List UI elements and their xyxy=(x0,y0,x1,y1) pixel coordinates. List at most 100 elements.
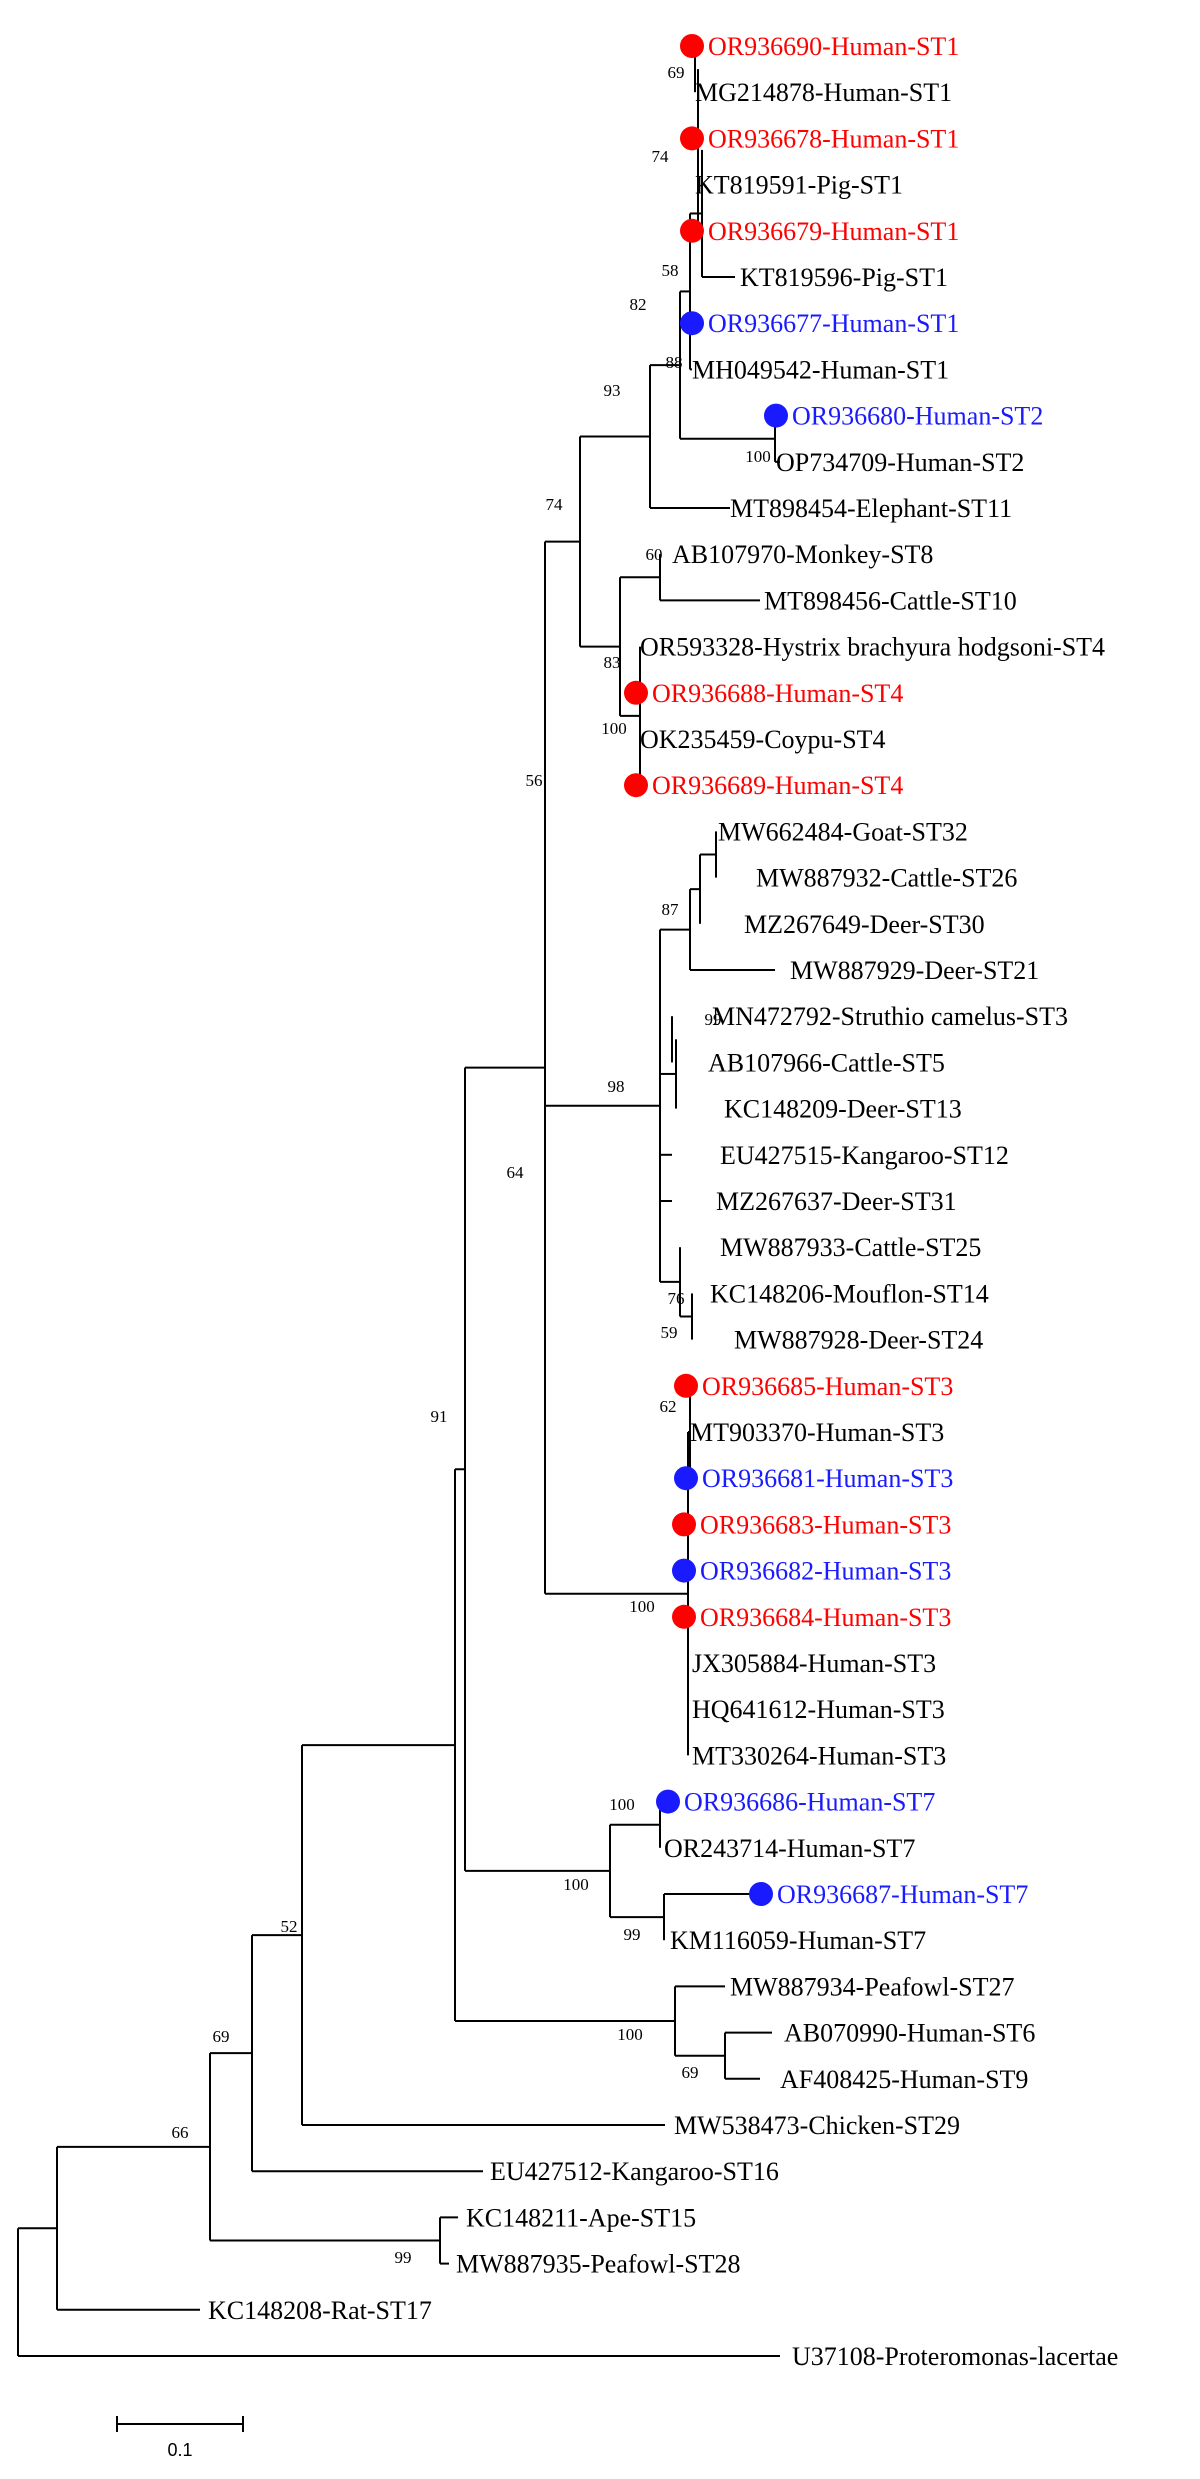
taxon-label: MW662484-Goat-ST32 xyxy=(718,817,968,846)
blue-sample-marker xyxy=(656,1789,680,1814)
bootstrap-value: 59 xyxy=(661,1323,678,1342)
taxon-label: MW887935-Peafowl-ST28 xyxy=(456,2250,741,2279)
sample-markers xyxy=(624,34,788,1906)
taxon-label: MZ267649-Deer-ST30 xyxy=(744,910,985,939)
taxon-label: OR936680-Human-ST2 xyxy=(792,402,1043,431)
taxon-label: OR936687-Human-ST7 xyxy=(777,1880,1028,1909)
red-sample-marker xyxy=(680,34,704,58)
taxon-label: MH049542-Human-ST1 xyxy=(692,355,949,384)
taxon-label: KC148211-Ape-ST15 xyxy=(466,2203,696,2232)
taxon-label: KC148208-Rat-ST17 xyxy=(208,2296,432,2325)
taxon-label: MT898454-Elephant-ST11 xyxy=(730,494,1012,523)
blue-sample-marker xyxy=(674,1466,698,1491)
red-sample-marker xyxy=(624,680,648,705)
red-sample-marker xyxy=(674,1373,698,1398)
taxon-label: U37108-Proteromonas-lacertae xyxy=(792,2342,1118,2371)
bootstrap-value: 100 xyxy=(601,719,627,738)
bootstrap-value: 100 xyxy=(617,2025,643,2044)
taxon-label: KT819596-Pig-ST1 xyxy=(740,263,948,292)
red-sample-marker xyxy=(680,218,704,243)
bootstrap-value: 82 xyxy=(630,295,647,314)
taxon-label: MW887933-Cattle-ST25 xyxy=(720,1233,981,1262)
bootstrap-value: 100 xyxy=(609,1795,635,1814)
red-sample-marker xyxy=(624,773,648,798)
taxon-label: OR593328-Hystrix brachyura hodgsoni-ST4 xyxy=(640,633,1105,662)
bootstrap-value: 66 xyxy=(172,2123,189,2142)
taxon-label: AB070990-Human-ST6 xyxy=(784,2019,1035,2048)
blue-sample-marker xyxy=(672,1558,696,1583)
taxon-label: MW887932-Cattle-ST26 xyxy=(756,864,1017,893)
taxon-label: HQ641612-Human-ST3 xyxy=(692,1695,945,1724)
bootstrap-value: 83 xyxy=(604,653,621,672)
taxon-label: MT903370-Human-ST3 xyxy=(690,1418,944,1447)
taxon-label: OR936678-Human-ST1 xyxy=(708,124,959,153)
taxon-label: MZ267637-Deer-ST31 xyxy=(716,1187,957,1216)
red-sample-marker xyxy=(672,1604,696,1629)
bootstrap-value: 99 xyxy=(705,1010,722,1029)
taxon-label: MT898456-Cattle-ST10 xyxy=(764,586,1017,615)
taxon-label: MW887934-Peafowl-ST27 xyxy=(730,1972,1015,2001)
taxon-label: MW538473-Chicken-ST29 xyxy=(674,2111,960,2140)
taxon-label: JX305884-Human-ST3 xyxy=(692,1649,936,1678)
taxon-label: OR936683-Human-ST3 xyxy=(700,1510,951,1539)
bootstrap-value: 60 xyxy=(646,545,663,564)
bootstrap-value: 76 xyxy=(668,1289,685,1308)
taxon-label: AB107970-Monkey-ST8 xyxy=(672,540,933,569)
taxon-label: OR936684-Human-ST3 xyxy=(700,1603,951,1632)
taxon-label: OR936677-Human-ST1 xyxy=(708,309,959,338)
taxon-label: OR936690-Human-ST1 xyxy=(708,32,959,61)
taxon-label: MW887929-Deer-ST21 xyxy=(790,956,1039,985)
bootstrap-value: 58 xyxy=(662,261,679,280)
bootstrap-value: 69 xyxy=(668,63,685,82)
taxon-label: OR936688-Human-ST4 xyxy=(652,679,903,708)
bootstrap-value: 99 xyxy=(395,2248,412,2267)
taxon-label: OR936689-Human-ST4 xyxy=(652,771,903,800)
taxon-label: OR936679-Human-ST1 xyxy=(708,217,959,246)
bootstrap-values: 6974588288100937460831005687999876596462… xyxy=(172,63,771,2267)
taxon-label: MT330264-Human-ST3 xyxy=(692,1741,946,1770)
bootstrap-value: 93 xyxy=(604,381,621,400)
taxon-label: KT819591-Pig-ST1 xyxy=(695,171,903,200)
taxon-label: MG214878-Human-ST1 xyxy=(695,78,952,107)
bootstrap-value: 52 xyxy=(281,1917,298,1936)
tree-branches xyxy=(17,46,780,2357)
blue-sample-marker xyxy=(680,311,704,336)
taxon-label: MN472792-Struthio camelus-ST3 xyxy=(712,1002,1068,1031)
bootstrap-value: 62 xyxy=(660,1397,677,1416)
bootstrap-value: 74 xyxy=(546,495,564,514)
taxon-label: EU427512-Kangaroo-ST16 xyxy=(490,2157,779,2186)
bootstrap-value: 64 xyxy=(507,1163,525,1182)
taxon-label: OR936681-Human-ST3 xyxy=(702,1464,953,1493)
taxon-label: OR936682-Human-ST3 xyxy=(700,1557,951,1586)
bootstrap-value: 91 xyxy=(431,1407,448,1426)
red-sample-marker xyxy=(680,126,704,151)
scale-bar: 0.1 xyxy=(116,2416,244,2460)
bootstrap-value: 98 xyxy=(608,1077,625,1096)
taxon-label: OP734709-Human-ST2 xyxy=(776,448,1024,477)
blue-sample-marker xyxy=(749,1882,773,1906)
taxon-label: OR243714-Human-ST7 xyxy=(664,1834,915,1863)
taxon-label: KC148206-Mouflon-ST14 xyxy=(710,1279,989,1308)
blue-sample-marker xyxy=(764,403,788,428)
taxon-label: OR936685-Human-ST3 xyxy=(702,1372,953,1401)
taxon-label: EU427515-Kangaroo-ST12 xyxy=(720,1141,1009,1170)
bootstrap-value: 99 xyxy=(624,1925,641,1944)
bootstrap-value: 100 xyxy=(745,447,771,466)
taxon-label: AB107966-Cattle-ST5 xyxy=(708,1048,945,1077)
taxon-label: AF408425-Human-ST9 xyxy=(780,2065,1028,2094)
taxon-labels: OR936690-Human-ST1MG214878-Human-ST1OR93… xyxy=(208,32,1118,2371)
bootstrap-value: 69 xyxy=(682,2063,699,2082)
scale-bar-label: 0.1 xyxy=(167,2440,192,2460)
bootstrap-value: 74 xyxy=(652,147,670,166)
taxon-label: OR936686-Human-ST7 xyxy=(684,1788,935,1817)
bootstrap-value: 56 xyxy=(526,771,543,790)
taxon-label: OK235459-Coypu-ST4 xyxy=(640,725,886,754)
red-sample-marker xyxy=(672,1512,696,1537)
taxon-label: MW887928-Deer-ST24 xyxy=(734,1326,983,1355)
bootstrap-value: 69 xyxy=(213,2027,230,2046)
taxon-label: KC148209-Deer-ST13 xyxy=(724,1095,962,1124)
taxon-label: KM116059-Human-ST7 xyxy=(670,1926,926,1955)
bootstrap-value: 100 xyxy=(629,1597,655,1616)
bootstrap-value: 88 xyxy=(666,353,683,372)
